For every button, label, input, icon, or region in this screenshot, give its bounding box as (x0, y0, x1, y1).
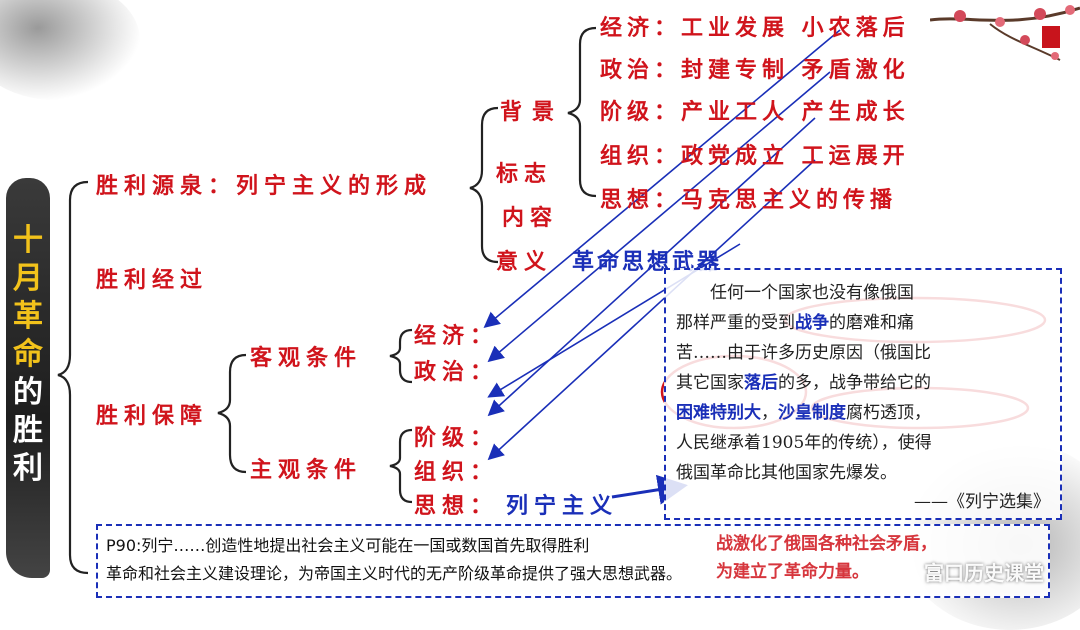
quote-segment: 任何一个国家也没有像俄国 (676, 283, 914, 303)
title-char: 革 (13, 299, 43, 334)
background-item: 组织：政党成立 工运展开 (600, 144, 910, 169)
quote-segment: ， (761, 403, 778, 423)
quote-highlight: 沙皇制度 (778, 403, 846, 423)
note-overlay: 战激化了俄国各种社会矛盾， 为建立了革命力量。 (716, 530, 937, 586)
content-label: 内容 (502, 206, 559, 231)
quote-line: 那样严重的受到战争的磨难和痛 (676, 308, 1054, 338)
plum-blossom-decoration (930, 5, 1080, 61)
quote-text: 任何一个国家也没有像俄国 那样严重的受到战争的磨难和痛 苦……由于许多历史原因（… (676, 278, 1054, 488)
quote-segment: 的多，战争带给它的 (778, 373, 931, 393)
quote-line: 俄国革命比其他国家先爆发。 (676, 458, 1054, 488)
quote-line: 其它国家落后的多，战争带给它的 (676, 368, 1054, 398)
subjective-item: 阶级： (414, 426, 499, 451)
title-strip: 十 月 革 命 的 胜 利 (6, 178, 50, 578)
quote-segment: 俄国革命比其他国家先爆发。 (676, 463, 897, 483)
guarantee-node: 胜利保障 (96, 404, 209, 429)
title-char: 十 (13, 223, 43, 258)
quote-segment: 苦……由于许多历史原因（俄国比 (676, 343, 931, 363)
quote-source: ——《列宁选集》 (914, 492, 1050, 512)
quote-box: 任何一个国家也没有像俄国 那样严重的受到战争的磨难和痛 苦……由于许多历史原因（… (664, 268, 1062, 520)
objective-item: 政治： (414, 360, 499, 385)
note-overlay-line: 战激化了俄国各种社会矛盾， (716, 534, 937, 554)
quote-segment: 的磨难和痛 (829, 313, 914, 333)
background-item: 政治：封建专制 矛盾激化 (600, 58, 910, 83)
background-item: 思想：马克思主义的传播 (600, 188, 898, 213)
subjective-item: 思想： (414, 494, 499, 519)
objective-item: 经济： (414, 324, 499, 349)
quote-highlight: 困难特别大 (676, 403, 761, 423)
title-char: 的 (13, 375, 43, 410)
background-label: 背景 (500, 100, 565, 125)
quote-segment: 人民继承着1905年的传统），使得 (676, 433, 932, 453)
quote-highlight: 落后 (744, 373, 778, 393)
quote-segment: 那样严重的受到 (676, 313, 795, 333)
background-item: 阶级：产业工人 产生成长 (600, 100, 910, 125)
subjective-item: 组织： (414, 460, 499, 485)
title-char: 胜 (13, 413, 43, 448)
background-item: 经济：工业发展 小农落后 (600, 16, 910, 41)
title-text: 十 月 革 命 的 胜 利 (6, 222, 50, 488)
quote-line: 困难特别大，沙皇制度腐朽透顶， (676, 398, 1054, 428)
subjective-thought-value: 列宁主义 (506, 494, 619, 519)
note-line: 革命和社会主义建设理论，为帝国主义时代的无产阶级革命提供了强大思想武器。 (106, 564, 683, 583)
quote-line: 人民继承着1905年的传统），使得 (676, 428, 1054, 458)
mark-label: 标志 (496, 162, 553, 187)
quote-line: 任何一个国家也没有像俄国 (676, 278, 1054, 308)
subjective-node: 主观条件 (250, 458, 363, 483)
title-char: 利 (13, 451, 43, 486)
objective-node: 客观条件 (250, 346, 363, 371)
note-text: P90:列宁……创造性地提出社会主义可能在一国或数国首先取得胜利 革命和社会主义… (106, 532, 1046, 588)
quote-segment: 其它国家 (676, 373, 744, 393)
watermark: 富口历史课堂 (924, 561, 1044, 585)
quote-segment: 腐朽透顶， (846, 403, 931, 423)
source-node: 胜利源泉：列宁主义的形成 (96, 174, 433, 199)
process-node: 胜利经过 (96, 268, 209, 293)
note-box: P90:列宁……创造性地提出社会主义可能在一国或数国首先取得胜利 革命和社会主义… (96, 524, 1050, 598)
meaning-label: 意义 (496, 250, 553, 275)
note-line: P90:列宁……创造性地提出社会主义可能在一国或数国首先取得胜利 (106, 536, 590, 555)
title-char: 月 (13, 261, 43, 296)
quote-highlight: 战争 (795, 313, 829, 333)
note-overlay-line: 为建立了革命力量。 (716, 562, 869, 582)
quote-line: 苦……由于许多历史原因（俄国比 (676, 338, 1054, 368)
title-char: 命 (13, 337, 43, 372)
